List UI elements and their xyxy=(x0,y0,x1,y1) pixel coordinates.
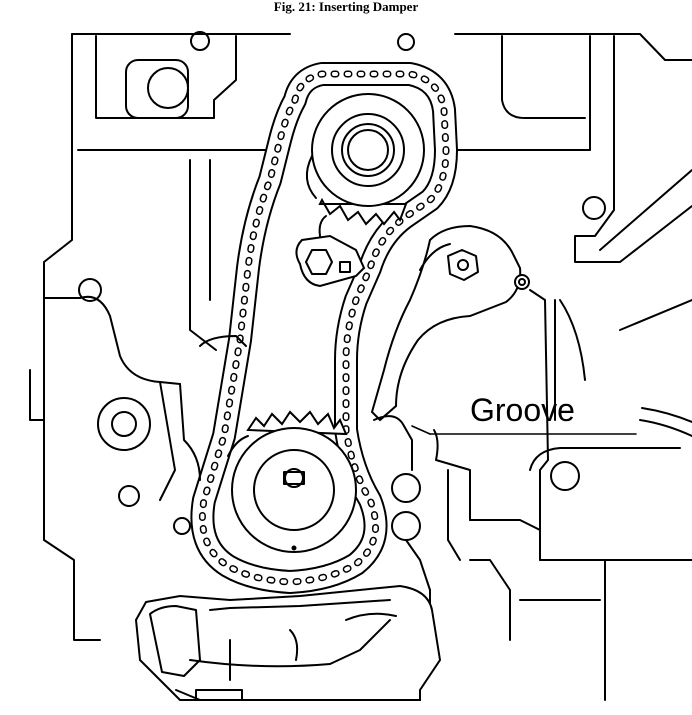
chain-guide xyxy=(295,215,366,288)
block-bolt-holes xyxy=(78,31,606,507)
timing-chain xyxy=(190,62,458,594)
groove-callout: Groove xyxy=(411,392,637,435)
crankshaft-sprocket xyxy=(227,410,357,553)
groove-label: Groove xyxy=(470,392,575,428)
engine-timing-diagram: Groove xyxy=(29,31,692,701)
chain-damper xyxy=(370,224,530,422)
figure-title: Fig. 21: Inserting Damper xyxy=(273,0,419,14)
engine-block-outline xyxy=(29,33,692,701)
oil-pump-housing xyxy=(134,584,442,701)
upper-sprocket xyxy=(305,93,425,226)
